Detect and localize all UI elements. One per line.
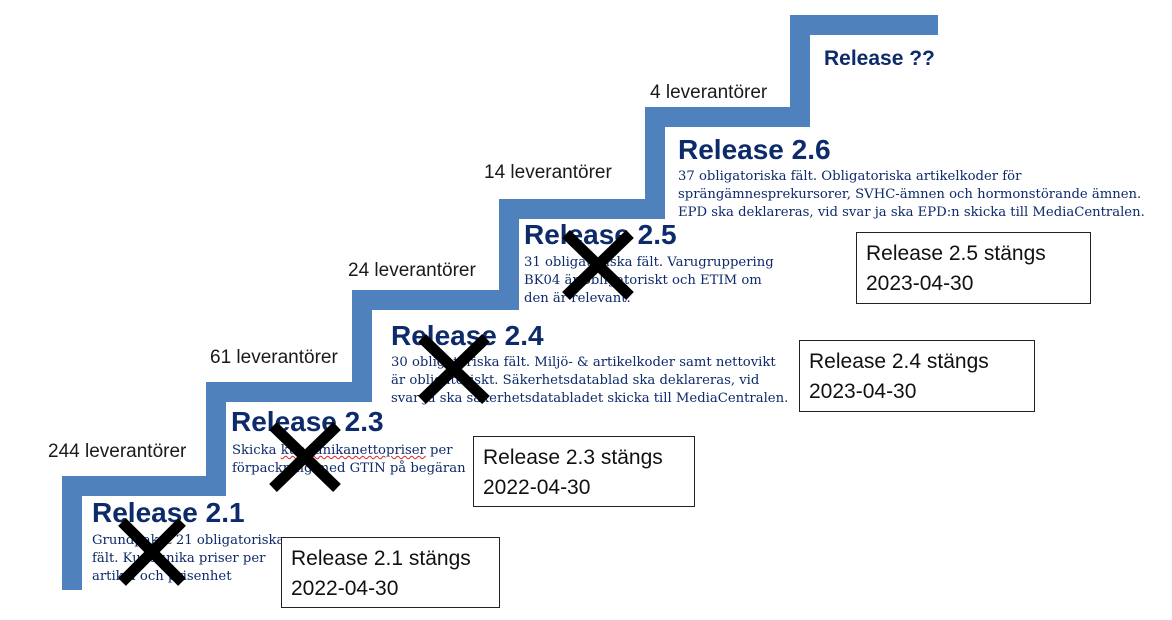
closing-note-2-4: Release 2.4 stängs 2023-04-30 <box>799 340 1035 412</box>
release-title-next: Release ?? <box>824 47 935 70</box>
closed-x-icon-2-4 <box>418 334 490 404</box>
closing-note-2-1-line1: Release 2.1 stängs <box>291 547 471 570</box>
closing-note-2-5-line1: Release 2.5 stängs <box>866 242 1046 265</box>
closing-note-2-5: Release 2.5 stängs 2023-04-30 <box>856 232 1091 304</box>
closed-x-icon-2-5 <box>562 230 634 300</box>
closing-note-2-1: Release 2.1 stängs 2022-04-30 <box>281 537 500 608</box>
closing-note-2-1-date: 2022-04-30 <box>291 577 399 600</box>
supplier-count-2-4: 24 leverantörer <box>348 260 476 281</box>
release-desc-2-6: 37 obligatoriska fält. Obligatoriska art… <box>678 169 1145 220</box>
release-title-2-3: Release 2.3 <box>231 406 384 437</box>
release-title-2-4: Release 2.4 <box>391 320 544 351</box>
supplier-count-2-5: 14 leverantörer <box>484 162 612 183</box>
closing-note-2-3: Release 2.3 stängs 2022-04-30 <box>473 436 695 507</box>
closing-note-2-3-line1: Release 2.3 stängs <box>483 446 663 469</box>
release-desc-2-4: 30 obligatoriska fält. Miljö- & artikelk… <box>391 355 789 406</box>
release-title-2-5: Release 2.5 <box>524 219 677 250</box>
supplier-count-2-1: 244 leverantörer <box>48 441 187 462</box>
supplier-count-2-6: 4 leverantörer <box>650 82 768 103</box>
closed-x-icon-2-1 <box>118 518 186 586</box>
closing-note-2-3-date: 2022-04-30 <box>483 476 591 499</box>
release-title-2-1: Release 2.1 <box>92 497 245 528</box>
staircase-path <box>62 15 938 590</box>
closing-note-2-5-date: 2023-04-30 <box>866 272 974 295</box>
closed-x-icon-2-3 <box>269 422 341 492</box>
release-title-2-6: Release 2.6 <box>678 134 831 165</box>
supplier-count-2-3: 61 leverantörer <box>210 347 338 368</box>
closing-note-2-4-line1: Release 2.4 stängs <box>809 350 989 373</box>
closing-note-2-4-date: 2023-04-30 <box>809 380 917 403</box>
